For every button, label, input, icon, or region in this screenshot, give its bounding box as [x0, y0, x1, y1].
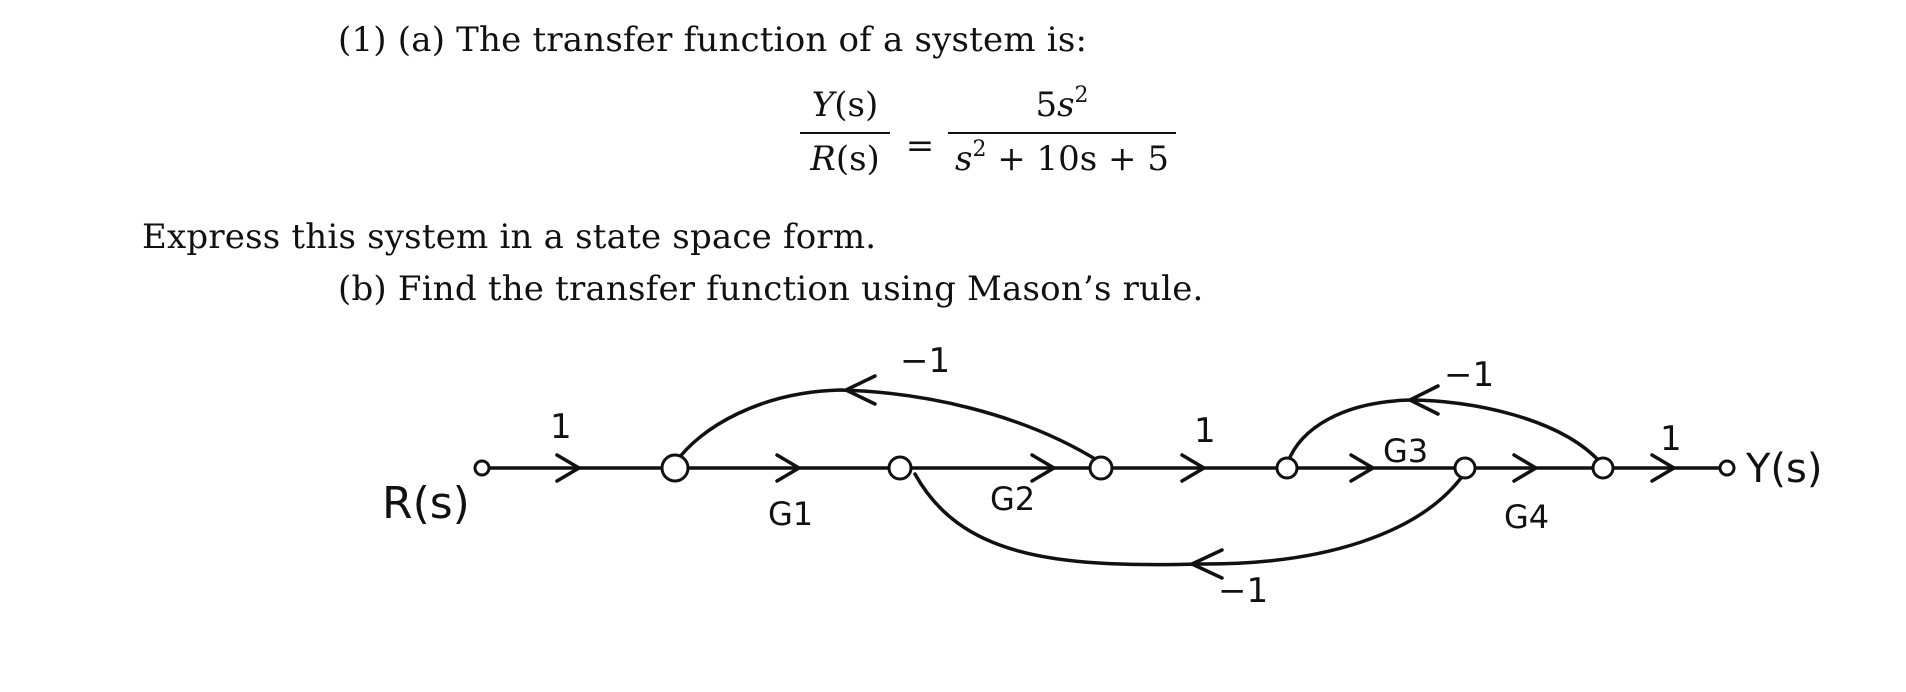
input-label: R(s) — [382, 478, 470, 529]
gain-feedback-top-left: −1 — [900, 341, 950, 381]
signal-flow-graph: R(s) Y(s) 1 G1 G2 1 G3 G4 1 −1 −1 −1 — [382, 341, 1822, 611]
lhs-numerator: Y(s) — [811, 85, 879, 125]
gain-g3: G3 — [1383, 432, 1428, 470]
rhs-fraction: 5s2 s2 + 10s + 5 — [948, 83, 1176, 179]
express-instruction: Express this system in a state space for… — [142, 217, 877, 257]
node-input — [473, 459, 491, 477]
node-output — [1718, 459, 1736, 477]
node-7 — [1591, 456, 1615, 480]
node-4 — [1088, 455, 1114, 481]
transfer-function-equation: Y(s) R(s) = 5s2 s2 + 10s + 5 — [800, 83, 1180, 198]
rhs-fraction-bar — [948, 132, 1176, 134]
arrow-g3 — [1349, 453, 1375, 483]
lhs-fraction-bar — [800, 132, 890, 134]
node-3 — [887, 455, 913, 481]
arrow-g1 — [775, 453, 801, 483]
lhs-denominator: R(s) — [810, 139, 880, 179]
rhs-denominator: s2 + 10s + 5 — [954, 137, 1169, 179]
rhs-numerator: 5s2 — [1035, 83, 1089, 125]
gain-feedback-bottom: −1 — [1218, 571, 1268, 611]
arrow-g2 — [1030, 453, 1056, 483]
arrow-feedback-top-left — [844, 374, 877, 406]
feedback-loop-bottom — [913, 472, 1466, 567]
arrow-g4 — [1512, 453, 1538, 483]
node-2 — [660, 453, 690, 483]
output-label: Y(s) — [1745, 446, 1822, 492]
part-b-prompt: (b) Find the transfer function using Mas… — [338, 269, 1204, 309]
gain-g1: G1 — [768, 495, 813, 533]
gain-output-branch: 1 — [1660, 419, 1682, 459]
lhs-fraction: Y(s) R(s) — [800, 88, 890, 176]
gain-feedback-top-right: −1 — [1444, 355, 1494, 395]
gain-g4: G4 — [1504, 498, 1549, 536]
arrow-feedback-top-right — [1408, 384, 1440, 416]
arrow-output — [1650, 453, 1676, 483]
part-a-prompt: (1) (a) The transfer function of a syste… — [338, 20, 1088, 60]
gain-input-branch: 1 — [550, 407, 572, 447]
gain-mid-branch: 1 — [1194, 411, 1216, 451]
arrow-input — [555, 453, 581, 483]
gain-g2: G2 — [990, 480, 1035, 518]
arrow-mid — [1180, 453, 1206, 483]
arrow-feedback-bottom — [1190, 548, 1224, 580]
feedback-loop-top-left — [674, 388, 1102, 464]
node-5 — [1275, 456, 1299, 480]
node-6 — [1453, 456, 1477, 480]
feedback-loop-top-right — [1286, 398, 1602, 464]
equals-sign: = — [905, 126, 935, 166]
